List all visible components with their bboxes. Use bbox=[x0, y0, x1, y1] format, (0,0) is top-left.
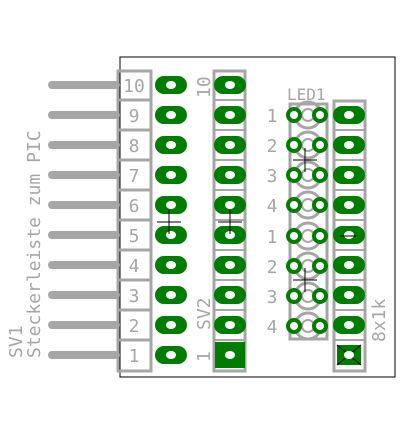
led1-pad-columns bbox=[286, 107, 328, 334]
sv1-pad bbox=[155, 226, 187, 244]
led-pad bbox=[312, 137, 328, 153]
led-pad bbox=[286, 288, 302, 304]
resistor-pad bbox=[333, 226, 365, 244]
led-pad bbox=[312, 107, 328, 123]
resistor-pad bbox=[333, 136, 365, 154]
led-pad bbox=[312, 197, 328, 213]
sv1-pad-column bbox=[155, 76, 187, 364]
sv1-pad bbox=[155, 76, 187, 94]
led-pad bbox=[286, 258, 302, 274]
led-cross-2 bbox=[293, 268, 317, 292]
resistor-pad bbox=[333, 106, 365, 124]
led-pin-number: 3 bbox=[267, 287, 278, 308]
sv1-pad bbox=[155, 286, 187, 304]
resistor-pad bbox=[333, 286, 365, 304]
resistor-value-label: 8x1k bbox=[369, 298, 390, 342]
resistor-pad bbox=[333, 316, 365, 334]
sv1-pin-number: 6 bbox=[129, 196, 140, 217]
sv2-pad bbox=[214, 196, 246, 214]
sv1-pad bbox=[155, 196, 187, 214]
led-pin-number: 4 bbox=[267, 317, 278, 338]
sv1-pin-number: 4 bbox=[129, 256, 140, 277]
sv2-top-label: 10 bbox=[194, 76, 215, 98]
led-cross-1 bbox=[293, 148, 317, 172]
sv2-name-label: SV2 bbox=[194, 297, 215, 330]
resistor-pad bbox=[333, 166, 365, 184]
led1-pin-numbers: 1 2 3 4 1 2 3 4 bbox=[267, 106, 278, 338]
sv1-pad bbox=[155, 256, 187, 274]
led1-name-label: LED1 bbox=[287, 85, 326, 104]
sv1-name-label: SV1 bbox=[6, 325, 27, 358]
led-pad bbox=[286, 318, 302, 334]
sv1-description-label: Steckerleiste zum PIC bbox=[24, 130, 45, 358]
sv1-pin-number: 9 bbox=[129, 106, 140, 127]
sv2-pad bbox=[214, 316, 246, 334]
led-pin-number: 1 bbox=[267, 227, 278, 248]
led-pad bbox=[312, 228, 328, 244]
sv1-pin-number: 3 bbox=[129, 286, 140, 307]
sv2-pad bbox=[214, 106, 246, 124]
sv2-pad bbox=[214, 256, 246, 274]
sv1-pin-numbers: 1 2 3 4 5 6 7 8 9 10 bbox=[123, 76, 145, 367]
sv2-pad bbox=[214, 286, 246, 304]
sv1-pad bbox=[155, 166, 187, 184]
sv2-pad bbox=[214, 136, 246, 154]
resistor-pad-square bbox=[336, 344, 362, 366]
origin-cross-1 bbox=[157, 210, 181, 234]
sv2-pad bbox=[214, 166, 246, 184]
led-pad bbox=[312, 288, 328, 304]
sv1-pin-number: 1 bbox=[129, 346, 140, 367]
led-pad bbox=[286, 107, 302, 123]
sv1-pin-number: 7 bbox=[129, 166, 140, 187]
sv2-bottom-label: 1 bbox=[194, 351, 215, 362]
origin-cross-2 bbox=[218, 210, 242, 234]
sv1-pin-number: 2 bbox=[129, 316, 140, 337]
led-pad bbox=[312, 258, 328, 274]
sv1-pin-number: 10 bbox=[123, 76, 145, 97]
led-pad bbox=[286, 197, 302, 213]
led-pin-number: 1 bbox=[267, 106, 278, 127]
led-pin-number: 2 bbox=[267, 257, 278, 278]
sv1-pad bbox=[155, 316, 187, 334]
led-pad bbox=[312, 167, 328, 183]
sv1-pad bbox=[155, 346, 187, 364]
resistor-pad bbox=[333, 196, 365, 214]
sv2-pad bbox=[214, 226, 246, 244]
resistor-network-pads bbox=[333, 106, 365, 366]
sv1-pad bbox=[155, 136, 187, 154]
led-pad bbox=[312, 318, 328, 334]
sv1-header bbox=[116, 69, 153, 373]
sv2-pad-square bbox=[215, 342, 245, 368]
sv1-pad bbox=[155, 106, 187, 124]
led-pin-number: 4 bbox=[267, 196, 278, 217]
sv2-pad bbox=[214, 76, 246, 94]
sv1-pin-number: 8 bbox=[129, 136, 140, 157]
led-pad bbox=[286, 228, 302, 244]
led-pin-number: 3 bbox=[267, 166, 278, 187]
sv1-pin-number: 5 bbox=[129, 226, 140, 247]
resistor-pad bbox=[333, 256, 365, 274]
led-pin-number: 2 bbox=[267, 136, 278, 157]
led-pad bbox=[286, 167, 302, 183]
led-pad bbox=[286, 137, 302, 153]
sv1-pin-bars bbox=[48, 81, 120, 359]
sv2-pad-column bbox=[214, 76, 246, 368]
board-outline bbox=[119, 56, 396, 378]
